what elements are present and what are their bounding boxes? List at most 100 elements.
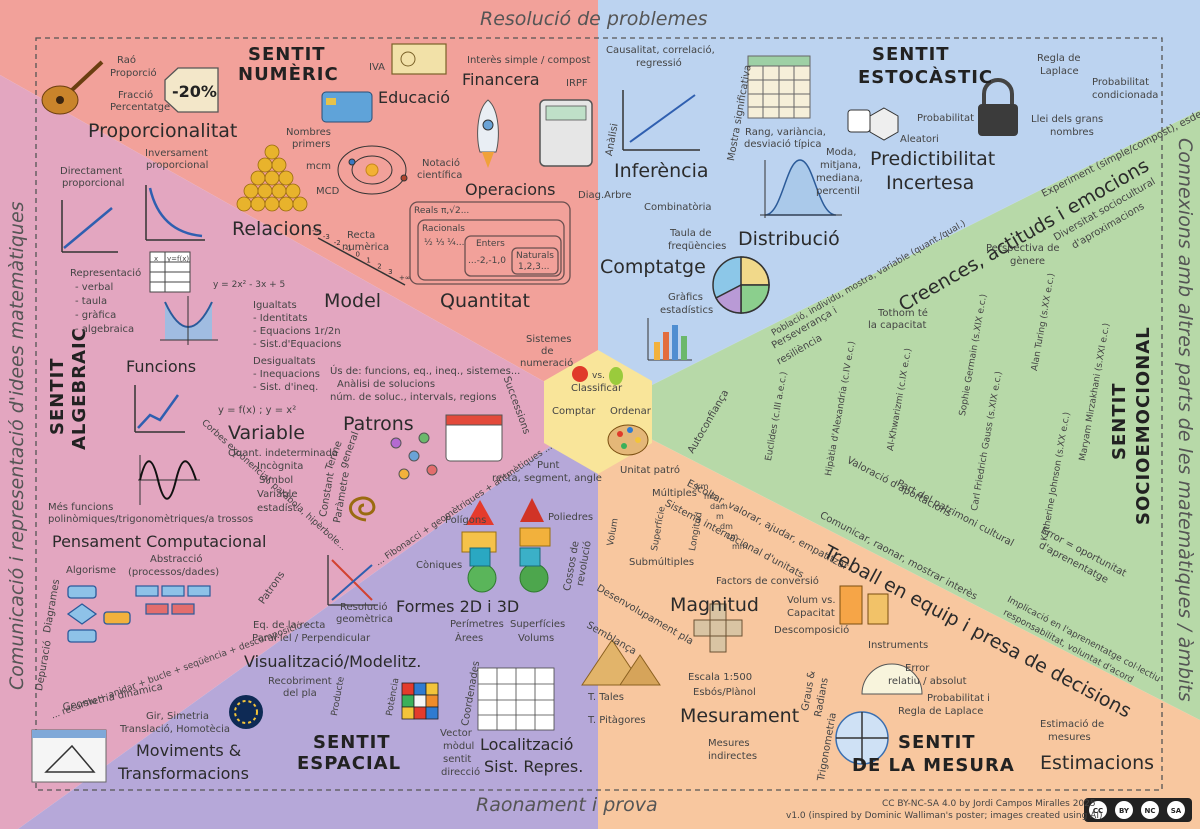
sector-socioemotional	[598, 110, 1200, 720]
mcd-label: MCD	[316, 186, 340, 197]
variable-item-2: Incògnita	[257, 461, 304, 472]
license-icon-nc: NC	[1145, 807, 1156, 815]
spatial-heading-line2: ESPACIAL	[297, 753, 402, 774]
bar-chart	[647, 318, 692, 361]
conditional-label-2: condicionada	[1092, 90, 1159, 101]
combinatorics-label: Combinatòria	[644, 202, 712, 213]
dashed-frame	[35, 37, 1163, 791]
number-line-tick: -3	[323, 233, 330, 241]
integers-label: Enters	[476, 239, 505, 249]
representation-algebraic: - algebraica	[75, 324, 135, 335]
spatial-heading-line1: SENTIT	[313, 732, 391, 753]
spreadsheet-icon	[747, 55, 811, 119]
movements-label-1: Moviments &	[136, 741, 242, 760]
sketch-label: Esbós/Plànol	[693, 687, 756, 698]
reals-label: Reals π,√2...	[414, 206, 470, 216]
unit-km: km	[696, 482, 709, 491]
number-line-tick: -1	[345, 245, 352, 253]
value-table	[149, 251, 191, 293]
integers-values: ...-2,-1,0	[468, 256, 506, 266]
direct-label-2: proporcional	[62, 178, 125, 189]
line-equation-label: Eq. de la recta	[253, 620, 326, 631]
growth-graph	[134, 385, 185, 433]
credit-line-2: v1.0 (inspired by Dominic Walliman's pos…	[786, 811, 1103, 821]
direct-label-1: Directament	[60, 166, 123, 177]
everyone-can-2: la capacitat	[868, 320, 927, 331]
variable-item-5: estadíst.	[257, 503, 300, 514]
number-line-tick: 0	[356, 251, 360, 259]
representation-table: - taula	[75, 296, 108, 307]
surfaces-label: Superfícies	[510, 619, 566, 630]
credit-line-1: CC BY-NC-SA 4.0 by Jordi Campos Miralles…	[882, 799, 1096, 809]
table-header-x: x	[154, 255, 159, 263]
naturals-label: Naturals	[516, 251, 554, 261]
instruments-label: Instruments	[868, 640, 929, 651]
license-icon-by: BY	[1119, 807, 1130, 815]
unit-cm: cm	[726, 532, 739, 541]
unit-mm: mm	[732, 542, 748, 551]
frequency-table-1: Taula de	[670, 228, 712, 239]
ratio-label: Raó	[117, 55, 136, 66]
fraction-label: Fracció	[118, 90, 154, 101]
causality-label-1: Causalitat, correlació,	[606, 45, 715, 56]
stochastic-heading-line1: SENTIT	[872, 44, 950, 65]
scatter-plot	[622, 90, 700, 151]
inequalities-inequations: - Inequacions	[253, 369, 320, 380]
laplace-label-1: Regla de	[1037, 53, 1081, 64]
padlock-icon	[978, 78, 1018, 136]
tree-diagram-label: Diag.Arbre	[578, 190, 632, 201]
rubiks-cube-icon	[401, 682, 439, 720]
probability-laplace-1: Probabilitat i	[927, 693, 990, 704]
frame-right-label: Connexions amb altres parts de les matem…	[1174, 138, 1196, 702]
representation-verbal: - verbal	[75, 282, 114, 293]
number-line	[317, 237, 406, 286]
pythagoras-label: T. Pitàgores	[588, 715, 646, 726]
proportion-label: Proporció	[110, 68, 157, 79]
number-sets-diagram	[409, 201, 571, 285]
algebraic-heading-line2: ALGEBRAIC	[69, 327, 90, 450]
coordinate-grid	[477, 667, 555, 731]
unit-circle	[835, 711, 889, 765]
inverse-label-2: proporcional	[146, 160, 209, 171]
fractions-label: ½ ⅓ ¼...	[424, 238, 465, 248]
patterns-label: Patrons	[343, 413, 414, 435]
estimation-label-2: mesures	[1048, 732, 1091, 743]
magnitude-label: Magnitud	[670, 594, 759, 616]
pie-chart	[712, 256, 770, 314]
classify-label: Classificar	[571, 383, 623, 394]
orbits-diagram	[337, 145, 408, 195]
sector-measure	[598, 412, 1200, 829]
unit-dam: dam	[710, 502, 728, 511]
guitar-icon	[41, 60, 104, 115]
functions-label: Funcions	[126, 357, 197, 376]
large-numbers-2: nombres	[1050, 127, 1094, 138]
module-label: mòdul	[443, 741, 475, 752]
quantity-label: Quantitat	[440, 290, 530, 312]
volumes-label: Volums	[518, 633, 555, 644]
movements-label-2: Transformacions	[118, 764, 249, 783]
variable-item-4: Variable	[257, 489, 298, 500]
number-line-label-1: Recta	[347, 230, 376, 241]
function-formula: y = f(x) ; y = x²	[218, 405, 297, 416]
vat-label: IVA	[369, 62, 385, 73]
conversion-factors-label: Factors de conversió	[716, 576, 819, 587]
algebraic-heading-line1: SENTIT	[47, 357, 68, 435]
estimation-label-1: Estimació de	[1040, 719, 1105, 730]
conditional-label-1: Probabilitat	[1092, 77, 1149, 88]
counting-label: Comptatge	[600, 256, 706, 278]
estimations-label: Estimacions	[1040, 752, 1155, 774]
stats-label-1: Moda,	[826, 147, 857, 158]
shapes-2d-3d-label: Formes 2D i 3D	[396, 597, 520, 616]
relations-label: Relacions	[232, 218, 323, 240]
calendar-grid-icon	[445, 414, 503, 462]
sci-notation-1: Notació	[422, 158, 461, 169]
location-label-1: Localització	[480, 735, 574, 754]
vs-label: vs.	[592, 371, 605, 381]
percent-tag-text: -20%	[172, 82, 217, 101]
scale-label: Escala 1:500	[688, 672, 753, 683]
capacity-label-2: Capacitat	[787, 608, 835, 619]
measurement-label: Mesurament	[680, 705, 800, 727]
shapes-2d-3d	[461, 498, 551, 593]
polyhedra-label: Poliedres	[548, 512, 594, 523]
